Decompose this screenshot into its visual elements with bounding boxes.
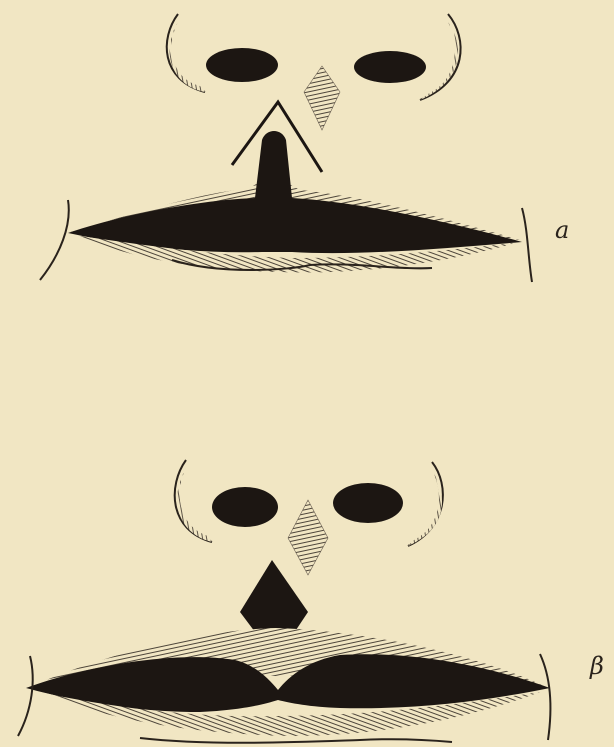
figure-b-left-nose-wing bbox=[175, 460, 212, 542]
figure-b-right-corner bbox=[540, 654, 550, 740]
figure-a-left-nostril bbox=[206, 48, 278, 82]
figure-a-right-nostril bbox=[354, 51, 426, 83]
figure-b-left-corner bbox=[18, 656, 33, 736]
figure-a bbox=[40, 14, 532, 282]
figure-a-left-corner bbox=[40, 200, 69, 280]
figure-a-left-nose-wing bbox=[167, 14, 205, 92]
figure-a-right-corner bbox=[522, 208, 532, 282]
figure-b-chin-line bbox=[140, 738, 452, 743]
figure-b-columella bbox=[288, 500, 328, 575]
figure-a-label: a bbox=[555, 218, 569, 242]
figure-a-columella bbox=[304, 66, 340, 130]
figure-a-right-nose-wing bbox=[420, 14, 461, 100]
figure-b-right-nose-wing bbox=[408, 462, 443, 546]
figure-b-label: β bbox=[590, 654, 604, 678]
figure-b bbox=[18, 460, 550, 743]
figure-b-right-nostril bbox=[333, 483, 403, 523]
figure-b-left-nostril bbox=[212, 487, 278, 527]
